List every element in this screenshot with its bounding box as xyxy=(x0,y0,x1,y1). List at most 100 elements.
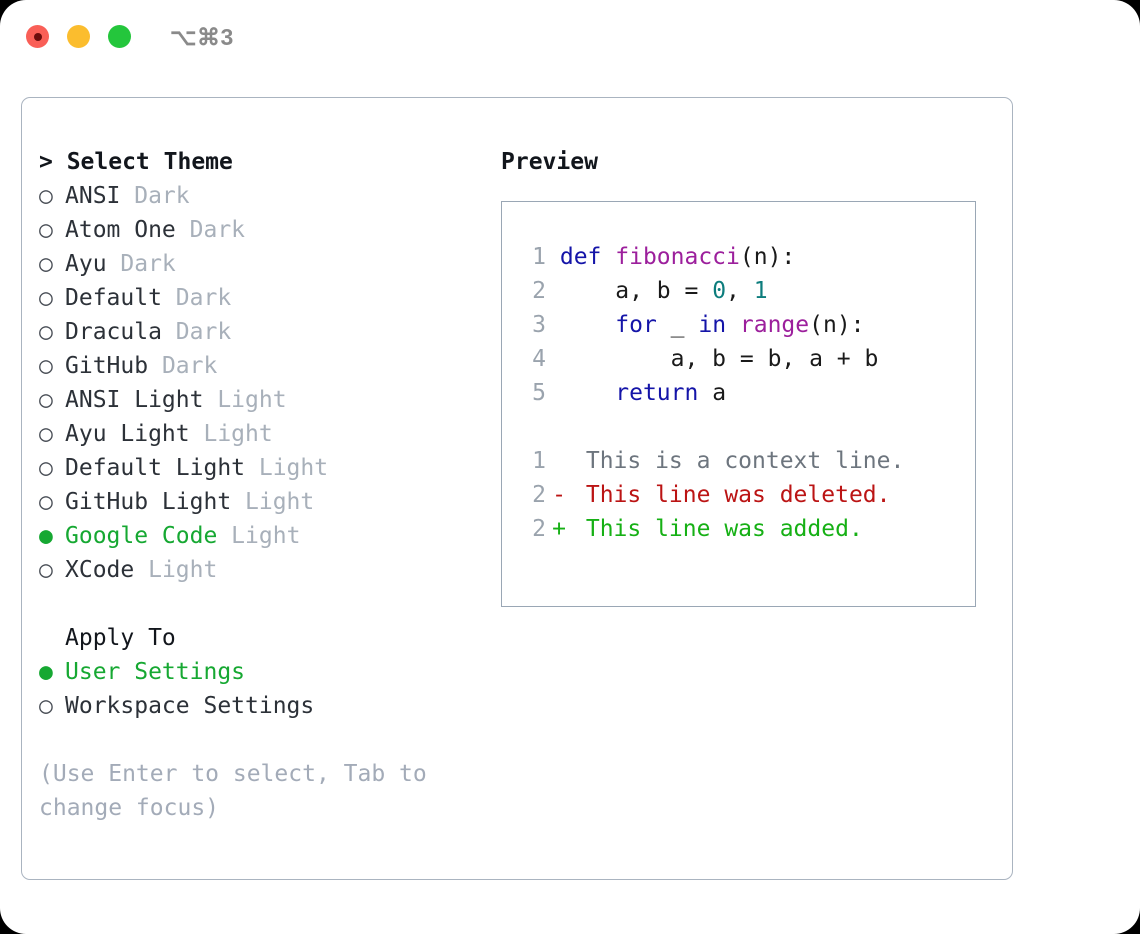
theme-variant-label: Light xyxy=(217,523,301,549)
code-gutter-space xyxy=(546,346,560,372)
diff-line-text: This line was deleted. xyxy=(572,482,891,508)
theme-option-default[interactable]: ○ Default Dark xyxy=(39,281,489,315)
radio-unselected-icon: ○ xyxy=(39,353,53,379)
code-token-kw: def xyxy=(559,244,616,270)
line-number: 4 xyxy=(532,346,546,372)
theme-option-ansi-light[interactable]: ○ANSI Light Light xyxy=(39,383,489,417)
code-line: 3 for _ in range(n): xyxy=(502,308,975,342)
theme-variant-label: Dark xyxy=(161,285,232,311)
theme-picker-column: > Select Theme ○ANSI Dark○Atom One Dark○… xyxy=(39,145,489,825)
line-number: 1 xyxy=(532,244,546,270)
title-bar: ⌥⌘3 xyxy=(0,0,1140,78)
code-line: 4 a, b = b, a + b xyxy=(502,342,975,376)
code-gutter-space xyxy=(546,380,560,406)
theme-option-label: Ayu Light xyxy=(65,421,190,447)
apply-to-option-label: User Settings xyxy=(65,659,246,685)
line-number: 1 xyxy=(532,448,546,474)
theme-variant-label: Dark xyxy=(106,251,176,277)
apply-to-option-user-settings[interactable]: ● User Settings xyxy=(39,655,489,689)
radio-unselected-icon: ○ xyxy=(39,251,53,277)
close-button[interactable] xyxy=(26,25,49,48)
code-token-punc: , xyxy=(726,278,754,304)
theme-option-label: ANSI Light xyxy=(65,387,204,413)
theme-variant-label: Light xyxy=(134,557,218,583)
radio-selected-icon: ● xyxy=(39,659,53,685)
theme-option-github[interactable]: ○ GitHub Dark xyxy=(39,349,489,383)
code-line: 2 a, b = 0, 1 xyxy=(502,274,975,308)
code-token-fn: range xyxy=(739,312,810,338)
code-token-fn: fibonacci xyxy=(615,244,740,270)
radio-unselected-icon: ○ xyxy=(39,217,53,243)
radio-selected-icon: ● xyxy=(39,523,53,549)
theme-option-label: Atom One xyxy=(65,217,176,243)
apply-to-option-label: Workspace Settings xyxy=(65,693,315,719)
radio-unselected-icon: ○ xyxy=(39,319,53,345)
code-token-kw: return xyxy=(559,380,699,406)
keyboard-hint-text: (Use Enter to select, Tab to change focu… xyxy=(39,761,441,821)
theme-option-label: ANSI xyxy=(65,183,121,209)
preview-column: Preview 1 def fibonacci(n):2 a, b = 0, 1… xyxy=(501,145,991,607)
apply-to-option-workspace-settings[interactable]: ○Workspace Settings xyxy=(39,689,489,723)
theme-option-label: GitHub xyxy=(65,353,149,379)
apply-to-heading: Apply To xyxy=(65,625,176,651)
theme-option-ayu[interactable]: ○Ayu Dark xyxy=(39,247,489,281)
code-line: 5 return a xyxy=(502,376,975,410)
theme-option-ayu-light[interactable]: ○ Ayu Light Light xyxy=(39,417,489,451)
theme-option-dracula[interactable]: ○ Dracula Dark xyxy=(39,315,489,349)
radio-unselected-icon: ○ xyxy=(39,557,53,583)
line-number: 2 xyxy=(532,482,546,508)
line-number: 3 xyxy=(532,312,546,338)
theme-variant-label: Dark xyxy=(161,319,232,345)
preview-heading: Preview xyxy=(501,149,598,175)
radio-unselected-icon: ○ xyxy=(39,489,53,515)
diff-line-added: 2+ This line was added. xyxy=(502,512,975,546)
maximize-button[interactable] xyxy=(108,25,131,48)
code-token-num: 0 xyxy=(712,278,727,304)
code-token-plain: _ xyxy=(656,312,699,338)
diff-line-context: 1 This is a context line. xyxy=(502,444,975,478)
theme-option-default-light[interactable]: ○Default Light Light xyxy=(39,451,489,485)
code-gutter-space xyxy=(546,278,560,304)
line-number: 2 xyxy=(532,278,546,304)
code-token-num: 1 xyxy=(753,278,768,304)
theme-option-xcode[interactable]: ○XCode Light xyxy=(39,553,489,587)
diff-sample: 1 This is a context line.2- This line wa… xyxy=(502,444,975,546)
theme-option-atom-one[interactable]: ○ Atom One Dark xyxy=(39,213,489,247)
line-number: 5 xyxy=(532,380,546,406)
diff-marker xyxy=(546,444,572,478)
diff-line-text: This line was added. xyxy=(572,516,863,542)
keyboard-shortcut-label: ⌥⌘3 xyxy=(170,24,234,50)
theme-variant-label: Light xyxy=(189,421,273,447)
code-token-kw: for xyxy=(559,312,657,338)
radio-unselected-icon: ○ xyxy=(39,387,53,413)
line-number: 2 xyxy=(532,516,546,542)
theme-option-github-light[interactable]: ○ GitHub Light Light xyxy=(39,485,489,519)
code-token-punc: (n): xyxy=(739,244,796,270)
radio-unselected-icon: ○ xyxy=(39,285,53,311)
minimize-button[interactable] xyxy=(67,25,90,48)
theme-option-ansi[interactable]: ○ANSI Dark xyxy=(39,179,489,213)
diff-line-deleted: 2- This line was deleted. xyxy=(502,478,975,512)
theme-variant-label: Dark xyxy=(120,183,190,209)
radio-unselected-icon: ○ xyxy=(39,421,53,447)
code-token-plain: a, b = xyxy=(559,278,713,304)
window-controls xyxy=(26,25,131,48)
code-token-plain: a xyxy=(698,380,727,406)
theme-option-label: Default xyxy=(65,285,162,311)
code-token-punc: (n): xyxy=(809,312,865,338)
code-line: 1 def fibonacci(n): xyxy=(502,240,975,274)
theme-variant-label: Dark xyxy=(148,353,218,379)
theme-variant-label: Light xyxy=(245,455,329,481)
theme-option-google-code[interactable]: ●Google Code Light xyxy=(39,519,489,553)
code-token-plain: a, b = b, a + b xyxy=(559,346,879,372)
code-gutter-space xyxy=(546,312,560,338)
theme-option-label: Dracula xyxy=(65,319,162,345)
theme-variant-label: Dark xyxy=(175,217,246,243)
code-gutter-space xyxy=(546,244,560,270)
diff-marker: + xyxy=(552,516,566,542)
theme-variant-label: Light xyxy=(231,489,315,515)
apply-to-option-list: ● User Settings ○Workspace Settings xyxy=(39,655,489,723)
theme-option-label: GitHub Light xyxy=(65,489,232,515)
